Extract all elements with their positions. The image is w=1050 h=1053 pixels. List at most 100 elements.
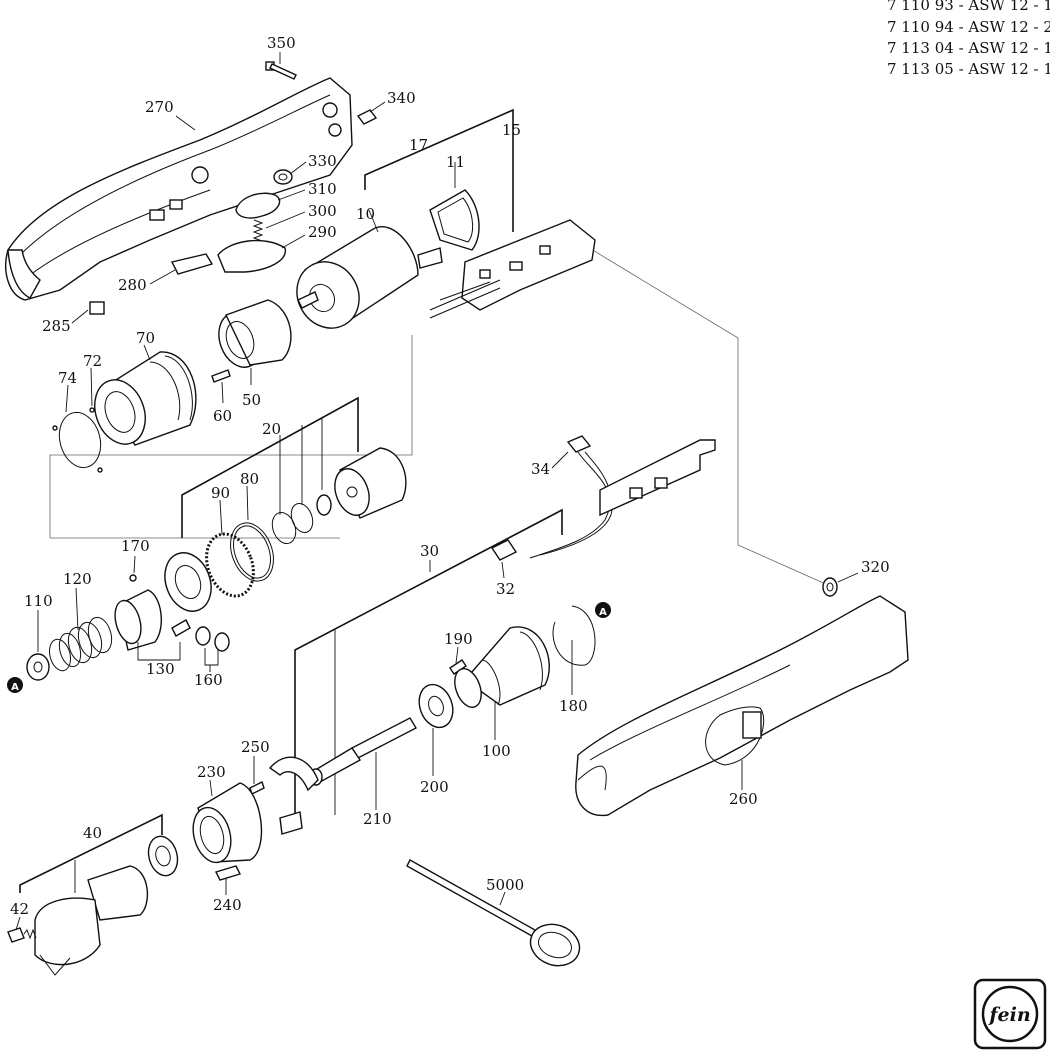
leader-lines [15, 52, 859, 931]
label-74: 74 [58, 369, 77, 387]
motor-cover-50 [218, 299, 292, 368]
connector-32 [490, 539, 518, 561]
ref-line-gear-housing [49, 335, 413, 539]
label-15: 15 [502, 121, 521, 139]
label-42: 42 [10, 900, 29, 918]
label-260: 260 [729, 790, 758, 808]
svg-text:A: A [11, 682, 19, 693]
bracket-17 [364, 108, 514, 232]
screw-60 [211, 369, 231, 383]
bracket-20 [181, 396, 359, 538]
ring-b [271, 512, 297, 544]
label-190: 190 [444, 630, 473, 648]
label-250: 250 [241, 738, 270, 756]
spring-120 [48, 616, 113, 672]
ref-line-pcb-housing [585, 245, 829, 586]
model-line-1: 7 110 93 - ASW 12 - 16 [887, 0, 1050, 14]
label-230: 230 [197, 763, 226, 781]
clip-30 [268, 756, 319, 792]
label-210: 210 [363, 810, 392, 828]
lever-310 [235, 192, 281, 219]
reference-lines [49, 245, 829, 586]
connector-30 [279, 811, 303, 835]
roller-160a [195, 626, 211, 646]
label-280: 280 [118, 276, 147, 294]
label-60: 60 [213, 407, 232, 425]
ring-80 [230, 522, 274, 582]
washer-110 [26, 653, 50, 681]
fein-logo: fein [973, 978, 1047, 1050]
pin-190 [449, 659, 467, 675]
hex-key-5000 [406, 859, 581, 967]
ball-ring-90 [205, 532, 255, 598]
label-330: 330 [308, 152, 337, 170]
label-160: 160 [194, 671, 223, 689]
label-5000: 5000 [486, 876, 524, 894]
label-350: 350 [267, 34, 296, 52]
label-50: 50 [242, 391, 261, 409]
ring-a [290, 502, 314, 534]
marker-a-left: A [7, 677, 23, 693]
label-72: 72 [83, 352, 102, 370]
shaft-210 [309, 717, 417, 786]
label-120: 120 [63, 570, 92, 588]
roller-160b [214, 632, 230, 652]
circlip-180 [552, 605, 596, 666]
label-340: 340 [387, 89, 416, 107]
label-170: 170 [121, 537, 150, 555]
label-110: 110 [24, 592, 53, 610]
clutch-plate [164, 552, 212, 612]
logo-text: fein [987, 1004, 1030, 1026]
label-100: 100 [482, 742, 511, 760]
clip-240 [215, 865, 241, 881]
label-34: 34 [531, 460, 550, 478]
label-290: 290 [308, 223, 337, 241]
screw-250 [249, 781, 265, 795]
label-30: 30 [420, 542, 439, 560]
label-310: 310 [308, 180, 337, 198]
label-17: 17 [409, 136, 428, 154]
bracket-40 [19, 813, 163, 893]
label-240: 240 [213, 896, 242, 914]
housing-shell-260 [575, 595, 909, 817]
screw-42 [7, 927, 25, 943]
nut-200 [418, 683, 454, 729]
label-130: 130 [146, 660, 175, 678]
spring-300 [252, 219, 264, 242]
pin-130 [171, 619, 191, 637]
nose-cone-230 [192, 782, 263, 864]
pcb-15 [429, 219, 596, 319]
svg-text:A: A [599, 607, 607, 618]
label-90: 90 [211, 484, 230, 502]
frame-11 [429, 189, 480, 251]
label-200: 200 [420, 778, 449, 796]
trigger-290 [217, 239, 286, 273]
label-70: 70 [136, 329, 155, 347]
block-285 [89, 301, 105, 315]
model-line-2: 7 110 94 - ASW 12 - 25 [887, 18, 1050, 36]
label-80: 80 [240, 470, 259, 488]
model-line-4: 7 113 05 - ASW 12 - 16 [887, 60, 1050, 78]
screw-350 [265, 61, 297, 80]
model-line-3: 7 113 04 - ASW 12 - 16 [887, 39, 1050, 57]
label-32: 32 [496, 580, 515, 598]
gear-housing-70 [94, 351, 197, 446]
housing-shell-270 [5, 77, 353, 301]
label-300: 300 [308, 202, 337, 220]
washer-320 [822, 577, 838, 597]
bracket-30 [294, 508, 563, 822]
angle-head-40 [34, 835, 179, 976]
spindle-housing-100 [454, 626, 550, 708]
gear-small [316, 494, 332, 516]
wiring-34 [529, 435, 716, 559]
retaining-ring-74 [58, 411, 102, 469]
label-11: 11 [446, 153, 465, 171]
label-10: 10 [356, 205, 375, 223]
pin-340 [356, 109, 378, 125]
label-20: 20 [262, 420, 281, 438]
label-40: 40 [83, 824, 102, 842]
label-285: 285 [42, 317, 71, 335]
label-180: 180 [559, 697, 588, 715]
part-labels: 350 270 340 330 310 300 290 280 285 17 1… [10, 34, 890, 918]
